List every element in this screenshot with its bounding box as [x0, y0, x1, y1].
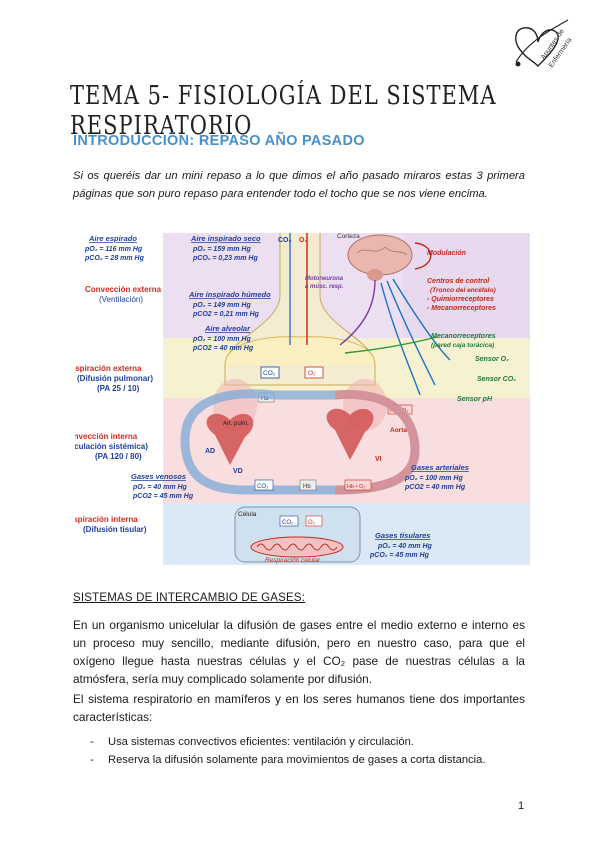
svg-text:(PA 25 / 10): (PA 25 / 10) [97, 384, 140, 393]
svg-text:Sensor CO₂: Sensor CO₂ [477, 376, 516, 383]
svg-text:CO₂: CO₂ [263, 370, 276, 377]
svg-text:Aire alveolar: Aire alveolar [204, 324, 251, 333]
list-item: Usa sistemas convectivos eficientes: ven… [90, 733, 530, 751]
svg-text:Respiración interna: Respiración interna [75, 515, 138, 524]
intro-text: Si os queréis dar un mini repaso a lo qu… [73, 167, 525, 203]
svg-text:Mecanorreceptores: Mecanorreceptores [431, 333, 496, 340]
svg-text:(Tronco del encéfalo): (Tronco del encéfalo) [430, 287, 496, 294]
gas-exchange-heading: SISTEMAS DE INTERCAMBIO DE GASES: [73, 592, 305, 604]
svg-text:O₂: O₂ [308, 370, 316, 377]
svg-text:pO₂ = 159 mm Hg: pO₂ = 159 mm Hg [192, 246, 251, 253]
svg-text:Sensor O₂: Sensor O₂ [475, 356, 509, 363]
svg-text:Célula: Célula [238, 511, 257, 518]
svg-text:Hb • O₂: Hb • O₂ [347, 484, 365, 490]
svg-text:Convección externa: Convección externa [85, 285, 162, 294]
svg-text:Centros de control: Centros de control [427, 278, 490, 285]
svg-text:pCO2 = 0,21 mm Hg: pCO2 = 0,21 mm Hg [192, 311, 260, 318]
o2-top-label: O₂ [299, 237, 308, 244]
svg-text:Gases arteriales: Gases arteriales [411, 463, 469, 472]
gas-exchange-paragraph-2: El sistema respiratorio en mamíferos y e… [73, 690, 525, 726]
svg-text:- Mecanorreceptores: - Mecanorreceptores [427, 305, 496, 312]
svg-text:pCO2 = 45 mm Hg: pCO2 = 45 mm Hg [132, 493, 194, 500]
svg-text:pO₂ = 116 mm Hg: pO₂ = 116 mm Hg [84, 246, 143, 253]
logo: Apuntes de Enfermería [508, 12, 586, 82]
gas-exchange-paragraph-1: En un organismo unicelular la difusión d… [73, 616, 525, 688]
co2-top-label: CO₂ [278, 237, 292, 244]
svg-text:Corteza: Corteza [337, 233, 360, 240]
svg-text:Respiración externa: Respiración externa [75, 364, 142, 373]
svg-text:AD: AD [205, 448, 215, 455]
svg-text:pCO₂ = 0,23 mm Hg: pCO₂ = 0,23 mm Hg [192, 255, 258, 262]
svg-text:a músc. resp.: a músc. resp. [305, 284, 344, 290]
svg-text:Aire inspirado húmedo: Aire inspirado húmedo [188, 290, 271, 299]
svg-text:VI: VI [375, 456, 382, 463]
svg-text:Gases venosos: Gases venosos [131, 472, 186, 481]
svg-text:pO₂ = 149 mm Hg: pO₂ = 149 mm Hg [192, 302, 251, 309]
svg-text:Aorta: Aorta [390, 427, 407, 434]
svg-text:Respiración celular: Respiración celular [265, 557, 321, 564]
page-title: TEMA 5- FISIOLOGÍA DEL SISTEMA RESPIRATO… [70, 80, 600, 140]
svg-text:VD: VD [233, 468, 243, 475]
svg-text:Art. pulm.: Art. pulm. [223, 421, 249, 427]
svg-text:pO₂ = 40 mm Hg: pO₂ = 40 mm Hg [377, 543, 433, 550]
svg-text:pO₂ = 40 mm Hg: pO₂ = 40 mm Hg [132, 484, 188, 491]
svg-text:CO₂: CO₂ [257, 484, 269, 490]
svg-text:Hb: Hb [303, 484, 311, 490]
svg-text:pCO2 = 40 mm Hg: pCO2 = 40 mm Hg [192, 345, 254, 352]
svg-text:pO₂ = 100 mm Hg: pO₂ = 100 mm Hg [192, 336, 251, 343]
svg-text:pO₂ = 100 mm Hg: pO₂ = 100 mm Hg [404, 475, 463, 482]
svg-text:(Difusión pulmonar): (Difusión pulmonar) [77, 374, 153, 383]
svg-text:Aire espirado: Aire espirado [88, 234, 137, 243]
svg-text:CO₂: CO₂ [282, 520, 294, 526]
svg-text:(PA 120 / 80): (PA 120 / 80) [95, 452, 142, 461]
svg-text:O₂: O₂ [308, 520, 316, 526]
svg-text:Motoneurona: Motoneurona [305, 276, 344, 282]
svg-text:- Quimiorreceptores: - Quimiorreceptores [427, 296, 494, 303]
svg-text:Gases tisulares: Gases tisulares [375, 531, 430, 540]
page-number: 1 [518, 800, 524, 812]
svg-text:Circulación sistémica): Circulación sistémica) [75, 442, 148, 451]
svg-text:pCO₂ = 28 mm Hg: pCO₂ = 28 mm Hg [84, 255, 145, 262]
list-item: Reserva la difusión solamente para movim… [90, 751, 530, 769]
svg-text:Sensor pH: Sensor pH [457, 396, 493, 403]
svg-text:Convección interna: Convección interna [75, 432, 138, 441]
svg-text:(Ventilación): (Ventilación) [99, 295, 143, 304]
svg-text:(Difusión tisular): (Difusión tisular) [83, 525, 147, 534]
svg-text:Modulación: Modulación [427, 250, 466, 257]
brain-illustration [348, 235, 412, 275]
characteristics-list: Usa sistemas convectivos eficientes: ven… [90, 733, 530, 769]
respiratory-physiology-diagram: CO₂ O₂ Corteza CO₂ O₂ Hb Hb • O₂ CO₂ Hb … [75, 225, 530, 565]
svg-text:Aire inspirado seco: Aire inspirado seco [190, 234, 261, 243]
svg-text:(pared caja torácica): (pared caja torácica) [431, 342, 494, 349]
svg-text:pCO2 = 40 mm Hg: pCO2 = 40 mm Hg [404, 484, 466, 491]
intro-heading: INTRODUCCIÓN: REPASO AÑO PASADO [73, 133, 365, 149]
svg-text:pCO₂ = 45 mm Hg: pCO₂ = 45 mm Hg [369, 552, 430, 559]
